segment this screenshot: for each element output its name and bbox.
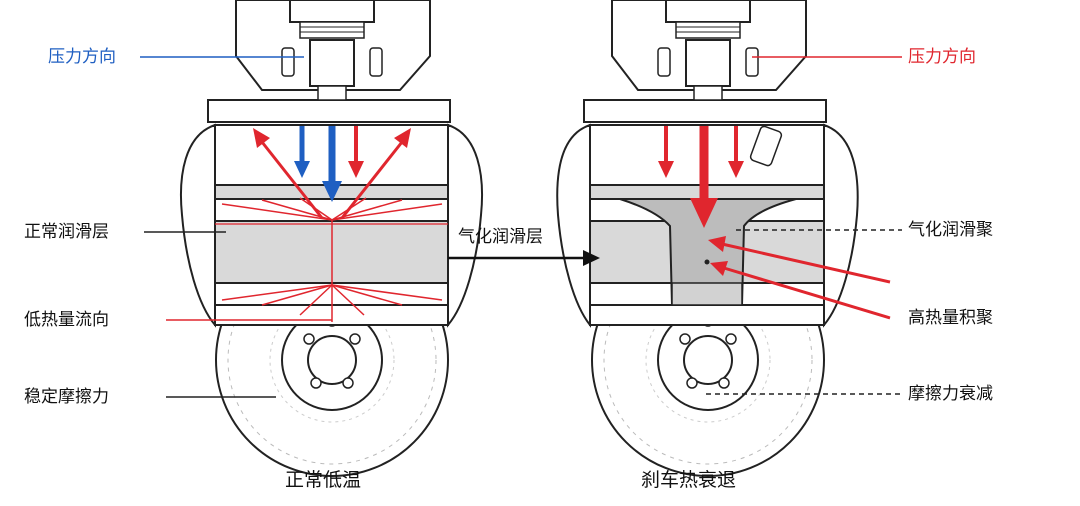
vapor-accumulation-label: 气化润滑聚 [908,220,993,240]
left-leader-lines [140,56,332,398]
left-heat-out-arrows [253,128,411,219]
stable-friction-label: 稳定摩擦力 [24,387,109,407]
normal-lubrication-layer-label: 正常润滑层 [24,222,109,242]
right-heat-in-arrows [708,236,891,320]
left-pressure-arrows [294,126,364,202]
right-caption: 刹车热衰退 [641,469,737,491]
transition-arrow [448,250,600,266]
friction-decay-label: 摩擦力衰减 [908,384,993,404]
high-heat-accumulation-label: 高热量积聚 [908,308,993,328]
vaporized-lubrication-arrow-label: 气化润滑层 [458,227,543,247]
right-pressure-arrows [658,126,744,228]
right-leader-lines [706,56,902,395]
left-piston-housing [235,0,431,101]
left-caption: 正常低温 [285,469,362,491]
right-pressure-direction-label: 压力方向 [908,47,976,67]
left-brake-assembly [179,0,484,477]
low-heat-flow-label: 低热量流向 [24,310,109,330]
right-brake-assembly [556,0,891,477]
left-pressure-direction-label: 压力方向 [48,47,116,67]
right-vapor-pocket [619,198,797,306]
right-piston-housing [611,0,807,101]
